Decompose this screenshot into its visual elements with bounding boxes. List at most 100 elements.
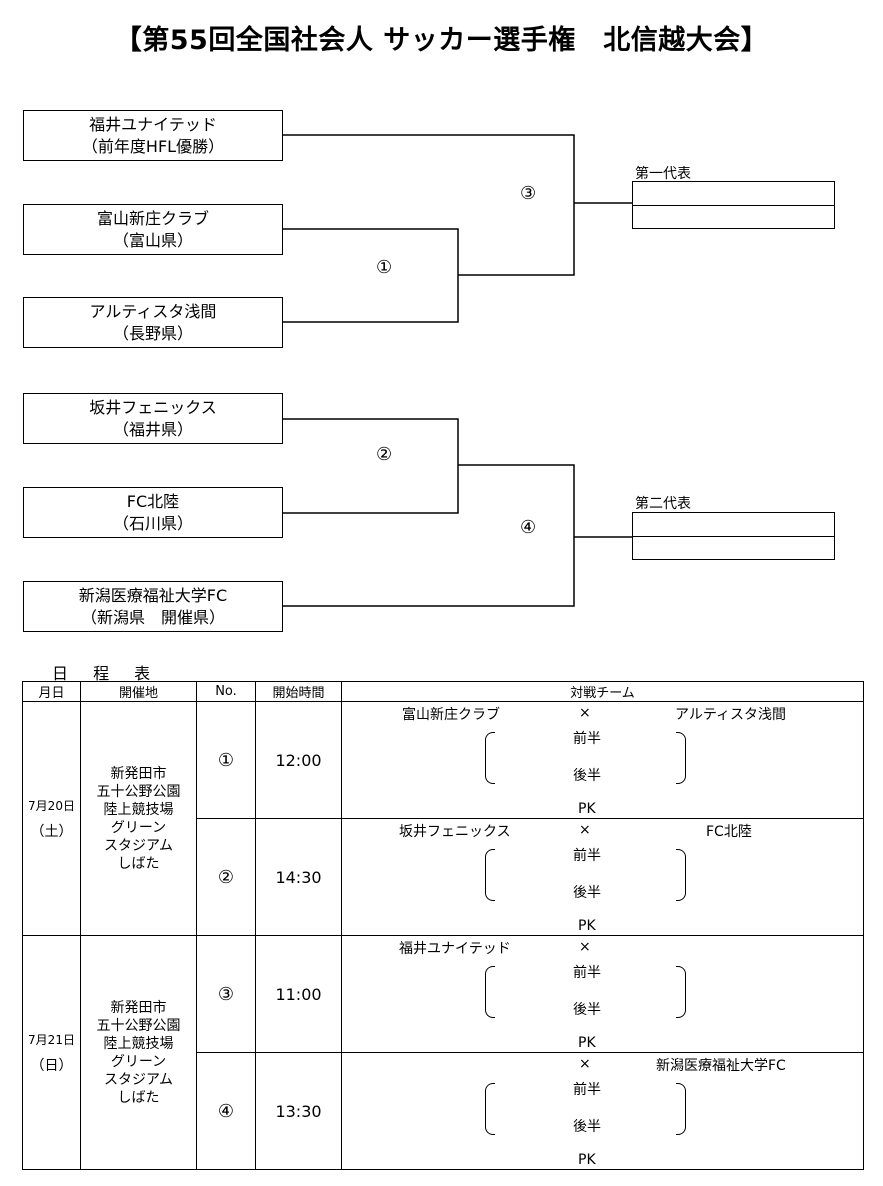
- second-half-label: 後半: [573, 1002, 601, 1018]
- match-time: 13:30: [255, 1052, 342, 1170]
- team-name: アルティスタ浅間: [89, 302, 217, 321]
- bracket-line-match-2: [283, 418, 459, 514]
- bracket-match-3-number: ③: [520, 183, 537, 204]
- match-no: ①: [196, 701, 256, 819]
- team-note: （福井県）: [112, 420, 193, 439]
- day-2-date-cell: 7月21日 （日）: [22, 935, 81, 1170]
- score-bracket-left: [485, 849, 495, 901]
- bracket-team-3: アルティスタ浅間 （長野県）: [23, 297, 283, 348]
- first-half-label: 前半: [573, 848, 601, 864]
- venue-line: グリーン: [110, 819, 167, 836]
- team-name: 新潟医療福祉大学FC: [78, 586, 228, 605]
- rep-2-box: [632, 512, 835, 560]
- bracket-team-5: FC北陸 （石川県）: [23, 487, 283, 538]
- bracket-match-2-number: ②: [376, 444, 393, 465]
- match-left-team: 富山新庄クラブ: [402, 707, 500, 723]
- table-row: 7月20日 （土） 新発田市 五十公野公園 陸上競技場 グリーン スタジアム し…: [22, 701, 864, 936]
- vs-mark: ×: [579, 822, 591, 838]
- venue-line: しばた: [117, 1089, 160, 1106]
- team-note: （石川県）: [112, 514, 193, 533]
- match-time: 11:00: [255, 935, 342, 1053]
- team-note: （長野県）: [112, 324, 193, 343]
- tournament-bracket-lines: [283, 134, 632, 607]
- match-4-teams-cell: × 新潟医療福祉大学FC 前半 後半 PK: [341, 1052, 864, 1170]
- rep-2-label: 第二代表: [635, 496, 691, 512]
- score-bracket-right: [676, 732, 686, 784]
- venue-line: 五十公野公園: [96, 783, 181, 800]
- match-left-team: 坂井フェニックス: [399, 824, 511, 840]
- match-left-team: 福井ユナイテッド: [399, 941, 511, 957]
- score-bracket-right: [676, 849, 686, 901]
- rep-1-label: 第一代表: [635, 166, 691, 182]
- venue-line: 陸上競技場: [103, 801, 174, 818]
- bracket-team-4: 坂井フェニックス （福井県）: [23, 393, 283, 444]
- match-3-teams-cell: 福井ユナイテッド × 前半 後半 PK: [341, 935, 864, 1053]
- score-bracket-left: [485, 732, 495, 784]
- weekday: （土）: [30, 823, 73, 840]
- table-row: 7月21日 （日） 新発田市 五十公野公園 陸上競技場 グリーン スタジアム し…: [22, 935, 864, 1170]
- day-1-date-cell: 7月20日 （土）: [22, 701, 81, 936]
- match-no: ④: [196, 1052, 256, 1170]
- score-bracket-left: [485, 1083, 495, 1135]
- match-right-team: アルティスタ浅間: [675, 707, 787, 723]
- bracket-match-4-number: ④: [520, 517, 537, 538]
- bracket-line-match-3: [283, 134, 575, 276]
- second-half-label: 後半: [573, 1119, 601, 1135]
- header-start-time: 開始時間: [255, 681, 342, 702]
- match-2-teams-cell: 坂井フェニックス × FC北陸 前半 後半 PK: [341, 818, 864, 936]
- table-row: ② 14:30 坂井フェニックス × FC北陸 前半 後半 PK: [23, 818, 864, 936]
- bracket-match-1-number: ①: [376, 257, 393, 278]
- bracket-team-6: 新潟医療福祉大学FC （新潟県 開催県）: [23, 581, 283, 632]
- match-no: ②: [196, 818, 256, 936]
- team-name: 坂井フェニックス: [89, 398, 217, 417]
- pk-label: PK: [578, 1035, 596, 1051]
- schedule-table: 月日 開催地 No. 開始時間 対戦チーム 7月20日 （土） 新発田市 五十公…: [22, 681, 864, 1170]
- venue-line: スタジアム: [103, 1071, 174, 1088]
- match-1-teams-cell: 富山新庄クラブ × アルティスタ浅間 前半 後半 PK: [341, 701, 864, 819]
- rep-1-box: [632, 181, 835, 229]
- vs-mark: ×: [579, 1056, 591, 1072]
- venue-line: 新発田市: [110, 765, 167, 782]
- score-bracket-left: [485, 966, 495, 1018]
- score-bracket-right: [676, 1083, 686, 1135]
- table-row: ④ 13:30 × 新潟医療福祉大学FC 前半 後半 PK: [23, 1052, 864, 1170]
- venue-line: しばた: [117, 855, 160, 872]
- schedule-header-row: 月日 開催地 No. 開始時間 対戦チーム: [22, 681, 864, 702]
- vs-mark: ×: [579, 939, 591, 955]
- match-no: ③: [196, 935, 256, 1053]
- match-right-team: 新潟医療福祉大学FC: [656, 1058, 786, 1074]
- day-2-venue-cell: 新発田市 五十公野公園 陸上競技場 グリーン スタジアム しばた: [80, 935, 197, 1170]
- match-right-team: FC北陸: [706, 824, 752, 840]
- venue-line: 五十公野公園: [96, 1017, 181, 1034]
- second-half-label: 後半: [573, 768, 601, 784]
- header-date: 月日: [22, 681, 81, 702]
- bracket-team-1: 福井ユナイテッド （前年度HFL優勝）: [23, 110, 283, 161]
- score-bracket-right: [676, 966, 686, 1018]
- team-name: 富山新庄クラブ: [96, 209, 209, 228]
- pk-label: PK: [578, 918, 596, 934]
- team-note: （前年度HFL優勝）: [81, 137, 225, 156]
- venue-line: グリーン: [110, 1053, 167, 1070]
- team-note: （新潟県 開催県）: [80, 608, 225, 627]
- header-venue: 開催地: [80, 681, 197, 702]
- vs-mark: ×: [579, 705, 591, 721]
- pk-label: PK: [578, 1152, 596, 1168]
- team-note: （富山県）: [112, 231, 193, 250]
- header-no: No.: [196, 681, 256, 702]
- match-time: 14:30: [255, 818, 342, 936]
- team-name: FC北陸: [126, 492, 180, 511]
- first-half-label: 前半: [573, 1082, 601, 1098]
- match-time: 12:00: [255, 701, 342, 819]
- pk-label: PK: [578, 801, 596, 817]
- page-title: 【第55回全国社会人 サッカー選手権 北信越大会】: [114, 25, 769, 56]
- second-half-label: 後半: [573, 885, 601, 901]
- bracket-line-match-4: [283, 464, 575, 607]
- team-name: 福井ユナイテッド: [89, 115, 217, 134]
- date: 7月20日: [28, 798, 75, 813]
- day-1-venue-cell: 新発田市 五十公野公園 陸上競技場 グリーン スタジアム しばた: [80, 701, 197, 936]
- weekday: （日）: [30, 1057, 73, 1074]
- bracket-team-2: 富山新庄クラブ （富山県）: [23, 204, 283, 255]
- bracket-line-match-1: [283, 228, 459, 323]
- venue-line: 陸上競技場: [103, 1035, 174, 1052]
- date: 7月21日: [28, 1032, 75, 1047]
